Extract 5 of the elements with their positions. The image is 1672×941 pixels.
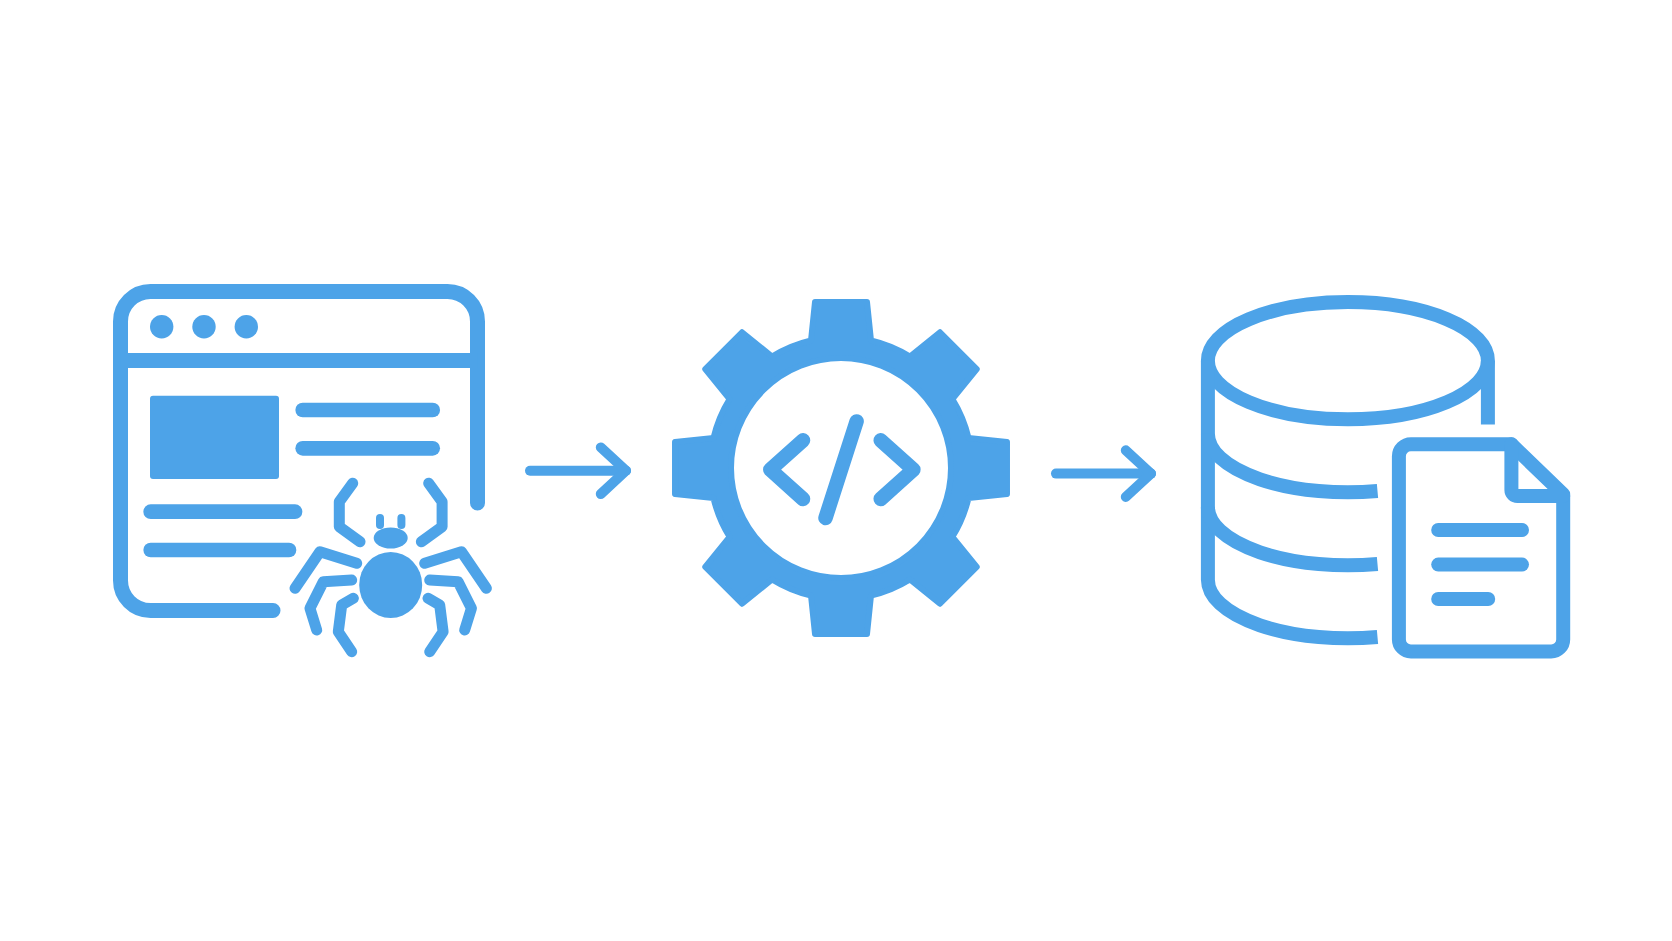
browser-spider-icon	[112, 282, 495, 660]
arrow	[1051, 445, 1156, 502]
database-document-icon	[1200, 294, 1571, 659]
arrow	[525, 442, 631, 499]
gear-code-icon	[670, 297, 1012, 639]
